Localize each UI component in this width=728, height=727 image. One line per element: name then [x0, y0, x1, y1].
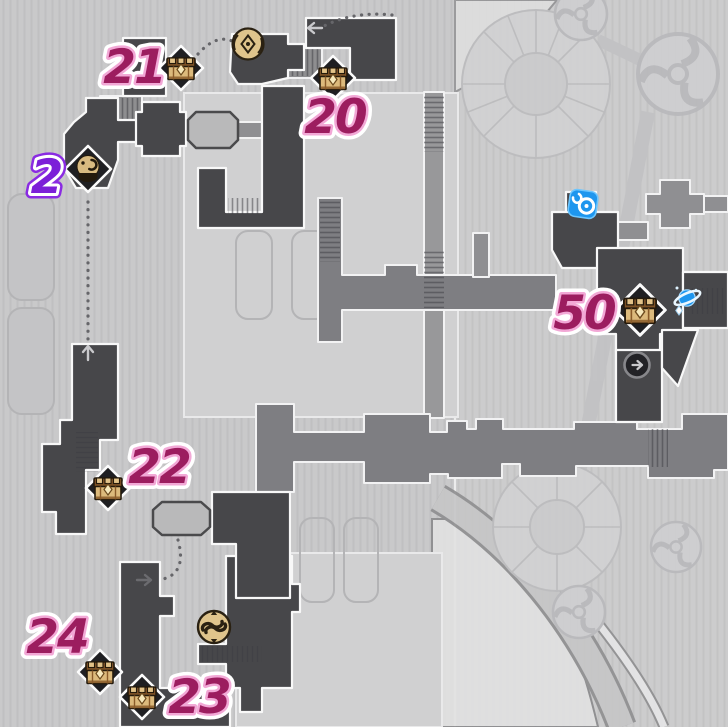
svg-text:23: 23: [168, 670, 229, 725]
warp-trotter-2-icon[interactable]: [63, 144, 113, 194]
marker-label-2: 22: [25, 145, 69, 211]
svg-text:21: 21: [103, 40, 164, 95]
svg-text:24: 24: [26, 610, 87, 665]
elevator-pods: [151, 110, 240, 537]
blue-memory-bubble-icon[interactable]: [671, 285, 704, 317]
svg-text:23: 23: [168, 670, 229, 725]
svg-text:22: 22: [128, 440, 190, 495]
treasure-chest-23-icon[interactable]: [118, 673, 166, 721]
treasure-chest-50-icon[interactable]: [613, 283, 667, 337]
treasure-chest-22-icon[interactable]: [84, 464, 132, 512]
svg-text:20: 20: [304, 90, 367, 145]
stairs: [102, 48, 668, 467]
plaza-decor: [430, 0, 718, 727]
svg-text:21: 21: [103, 40, 164, 95]
svg-text:22: 22: [128, 440, 190, 495]
dotted-paths: [86, 12, 394, 582]
svg-text:50: 50: [553, 286, 616, 341]
gold-emblem-top-icon[interactable]: [231, 27, 265, 61]
dark-stairs: [76, 198, 724, 662]
arrow-up-mid-icon: [81, 344, 95, 362]
arrow-right-bottom-icon: [135, 573, 153, 587]
svg-text:20: 20: [304, 90, 367, 145]
gold-emblem-bottom-icon[interactable]: [196, 609, 232, 645]
svg-text:24: 24: [26, 610, 87, 665]
arrow-left-top-icon: [306, 21, 324, 35]
treasure-chest-21-icon[interactable]: [157, 44, 205, 92]
svg-text:2: 2: [31, 150, 62, 205]
svg-text:50: 50: [553, 286, 616, 341]
blue-origami-bird-icon[interactable]: [565, 187, 601, 221]
exit-door-icon[interactable]: [623, 351, 651, 379]
